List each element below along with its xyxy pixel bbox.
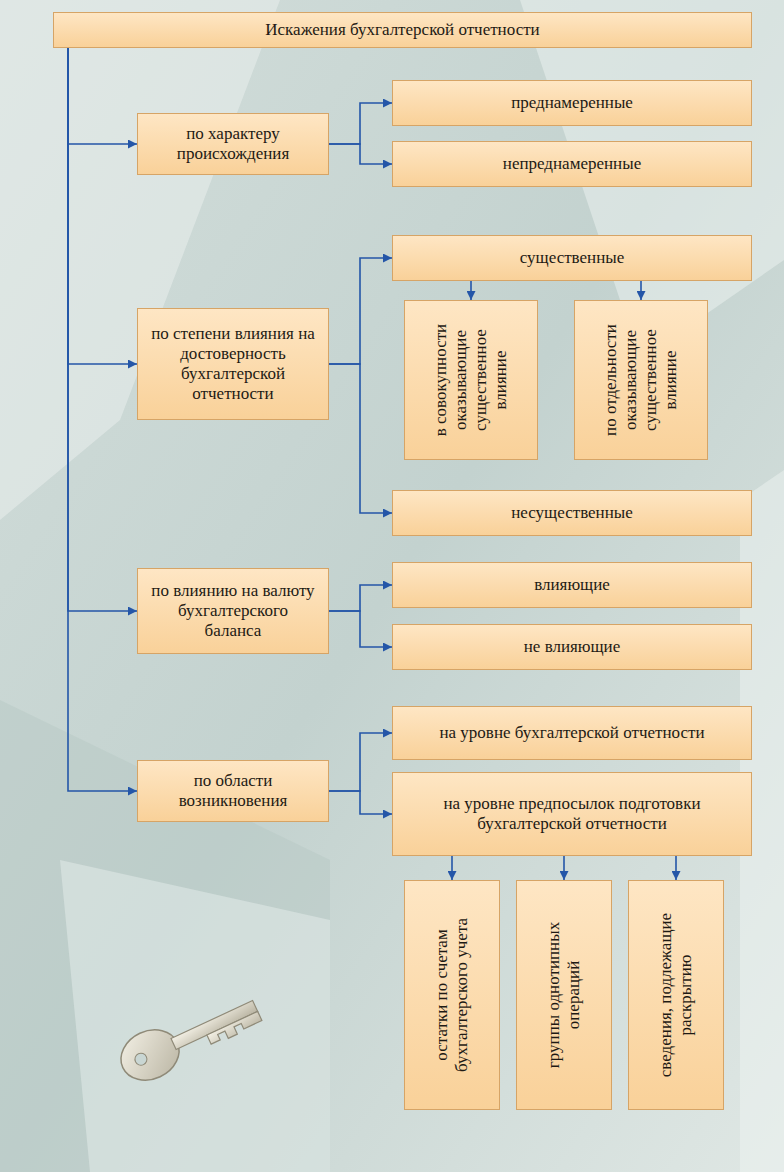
box-label: непреднамеренные: [503, 154, 641, 174]
box-label: не влияющие: [524, 637, 621, 657]
box-label: в совокупности оказывающие существенное …: [431, 307, 511, 453]
connector-arrow: [640, 281, 642, 300]
category-box: по влиянию на валюту бухгалтерского бала…: [137, 568, 329, 654]
box-label: на уровне бухгалтерской отчетности: [439, 723, 704, 743]
box-label: на уровне предпосылок подготовки бухгалт…: [403, 794, 741, 834]
background-shape: [0, 0, 280, 520]
subtype-box: по отдельности оказывающие существенное …: [574, 300, 708, 460]
category-box: по степени влияния на достоверность бухг…: [137, 308, 329, 420]
connector-arrow: [470, 281, 472, 300]
box-label: по характеру происхождения: [148, 124, 318, 164]
box-label: остатки по счетам бухгалтерского учета: [432, 887, 472, 1103]
box-label: по влиянию на валюту бухгалтерского бала…: [148, 581, 318, 641]
type-box: влияющие: [392, 562, 752, 608]
subtype-box: группы однотипных операций: [516, 880, 612, 1110]
type-box: непреднамеренные: [392, 141, 752, 187]
box-label: существенные: [520, 248, 625, 268]
connector-arrow: [68, 48, 137, 791]
connector-arrow: [329, 144, 392, 164]
connector-arrow: [68, 48, 137, 611]
box-label: Искажения бухгалтерской отчетности: [265, 20, 539, 40]
connector-arrow: [329, 258, 392, 364]
connector-arrow: [329, 585, 392, 611]
box-label: несущественные: [511, 503, 633, 523]
box-label: группы однотипных операций: [544, 887, 584, 1103]
type-box: на уровне предпосылок подготовки бухгалт…: [392, 772, 752, 856]
category-box: по области возникновения: [137, 760, 329, 822]
subtype-box: остатки по счетам бухгалтерского учета: [404, 880, 500, 1110]
connector-arrow: [329, 733, 392, 791]
box-label: влияющие: [534, 575, 610, 595]
background-shape: [60, 860, 330, 1172]
connector-arrow: [563, 856, 565, 880]
box-label: по отдельности оказывающие существенное …: [601, 307, 681, 453]
box-label: по области возникновения: [148, 771, 318, 811]
subtype-box: сведения, подлежащие раскрытию: [628, 880, 724, 1110]
box-label: по степени влияния на достоверность бухг…: [148, 324, 318, 404]
type-box: на уровне бухгалтерской отчетности: [392, 706, 752, 760]
key-bow: [113, 1021, 188, 1090]
type-box: несущественные: [392, 490, 752, 536]
connector-arrow: [68, 48, 137, 144]
box-label: сведения, подлежащие раскрытию: [656, 887, 696, 1103]
background-shape: [0, 700, 330, 1172]
connector-arrow: [68, 48, 137, 364]
root-box: Искажения бухгалтерской отчетности: [53, 12, 752, 48]
connector-arrow: [329, 791, 392, 814]
connector-arrow: [675, 856, 677, 880]
category-box: по характеру происхождения: [137, 113, 329, 175]
connector-arrow: [329, 103, 392, 144]
type-box: преднамеренные: [392, 80, 752, 126]
box-label: преднамеренные: [511, 93, 633, 113]
key-bit: [207, 1011, 263, 1046]
type-box: существенные: [392, 235, 752, 281]
connector-arrow: [329, 364, 392, 513]
key-hole: [133, 1051, 149, 1067]
key-illustration: [113, 984, 266, 1089]
type-box: не влияющие: [392, 624, 752, 670]
connector-arrow: [329, 611, 392, 647]
subtype-box: в совокупности оказывающие существенное …: [404, 300, 538, 460]
connector-arrow: [451, 856, 453, 880]
